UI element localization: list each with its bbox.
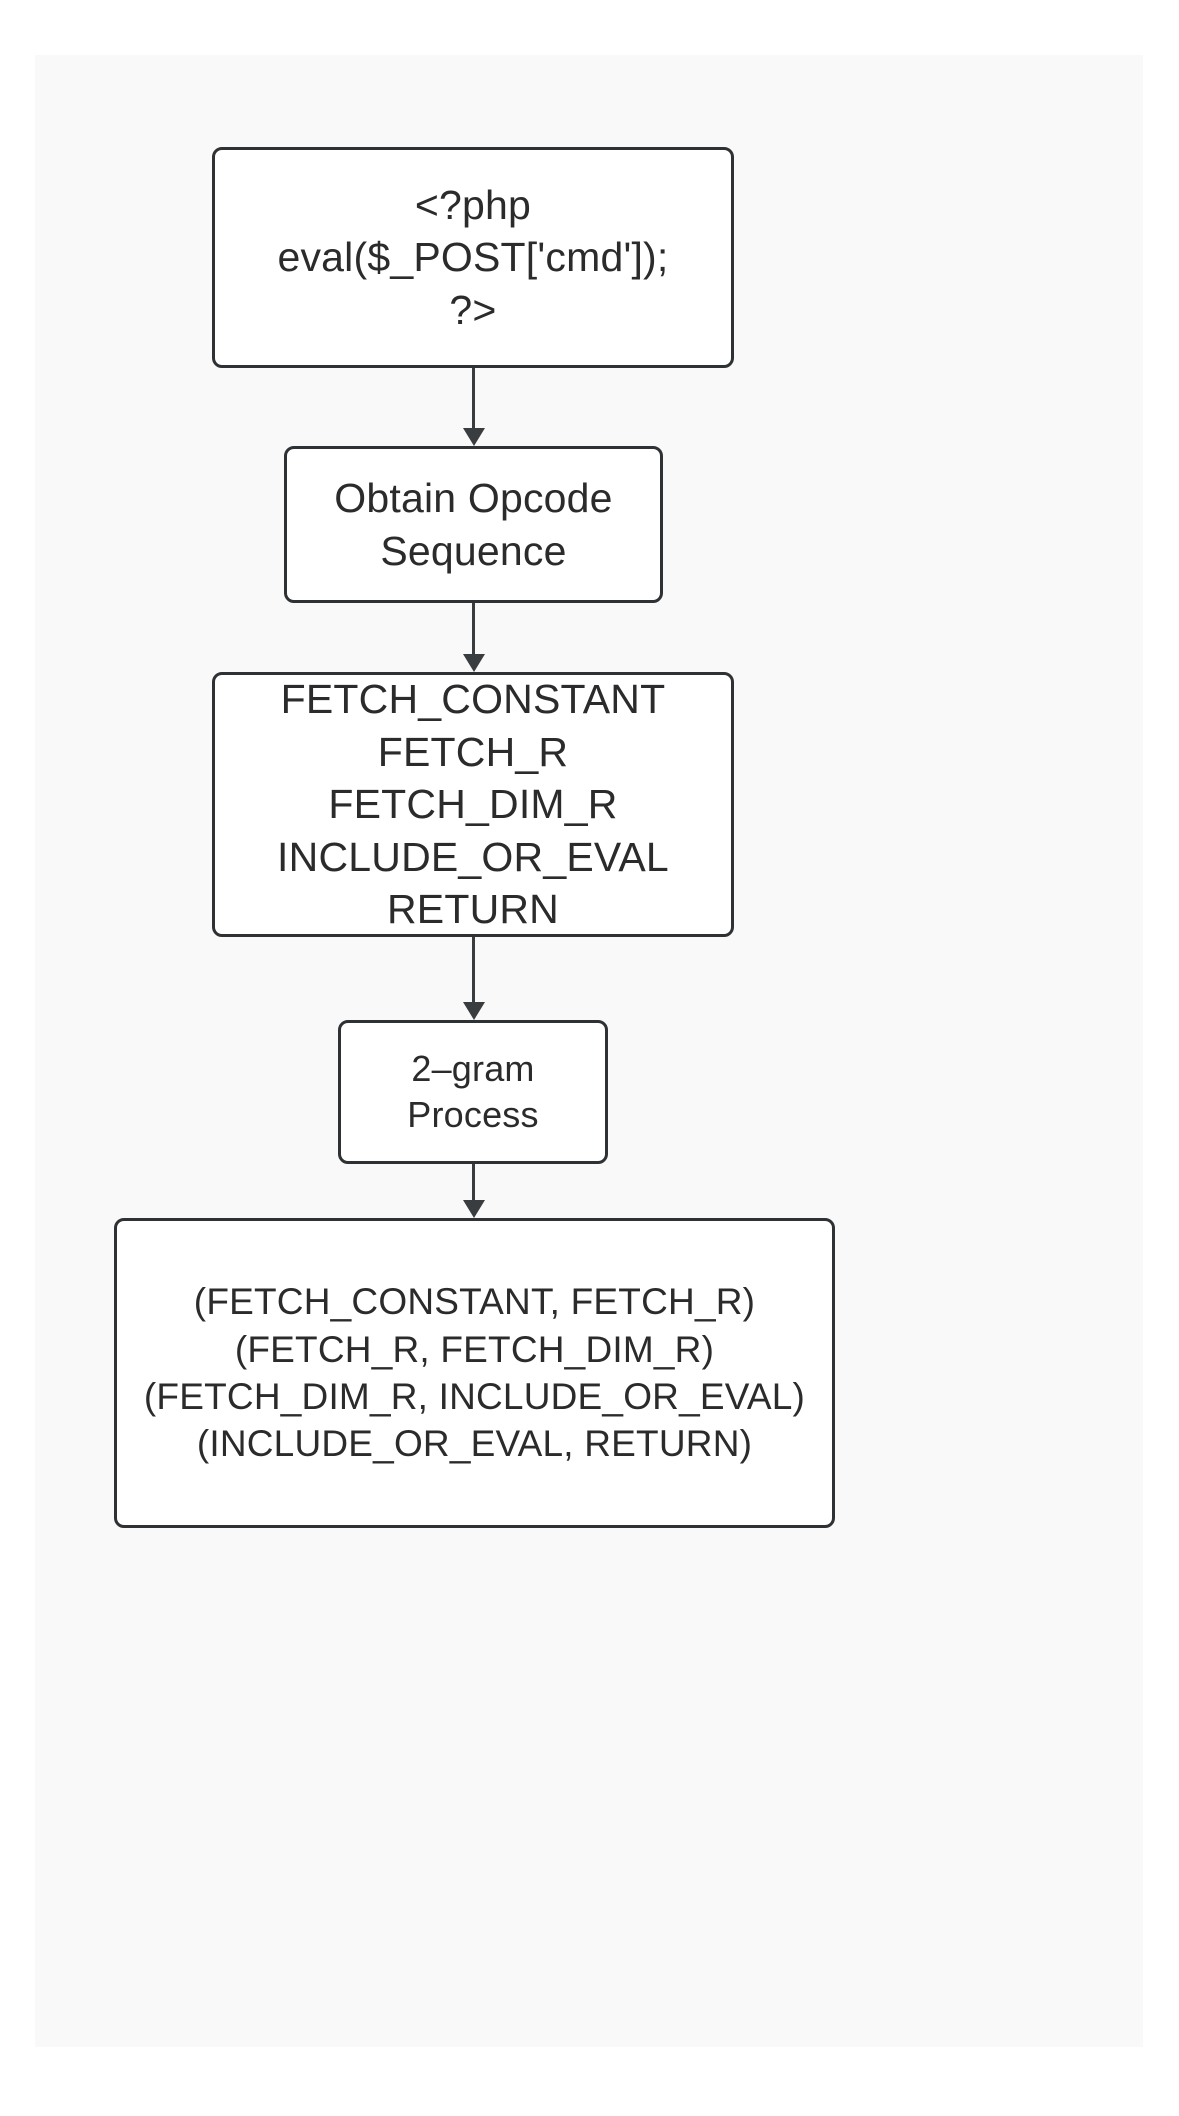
arrow-opcodes-to-ngram: [472, 937, 475, 1003]
arrow-code-to-obtain: [472, 368, 475, 429]
node-obtain-opcode-sequence: Obtain Opcode Sequence: [284, 446, 663, 603]
node-opcode-sequence-list: FETCH_CONSTANT FETCH_R FETCH_DIM_R INCLU…: [212, 672, 734, 937]
node-bigram-output-list: (FETCH_CONSTANT, FETCH_R) (FETCH_R, FETC…: [114, 1218, 835, 1528]
diagram-panel: <?php eval($_POST['cmd']); ?> Obtain Opc…: [35, 55, 1143, 2047]
node-php-webshell-code: <?php eval($_POST['cmd']); ?>: [212, 147, 734, 368]
arrow-obtain-to-opcodes: [472, 603, 475, 655]
arrow-ngram-to-bigrams: [472, 1164, 475, 1201]
node-two-gram-process: 2–gram Process: [338, 1020, 608, 1164]
